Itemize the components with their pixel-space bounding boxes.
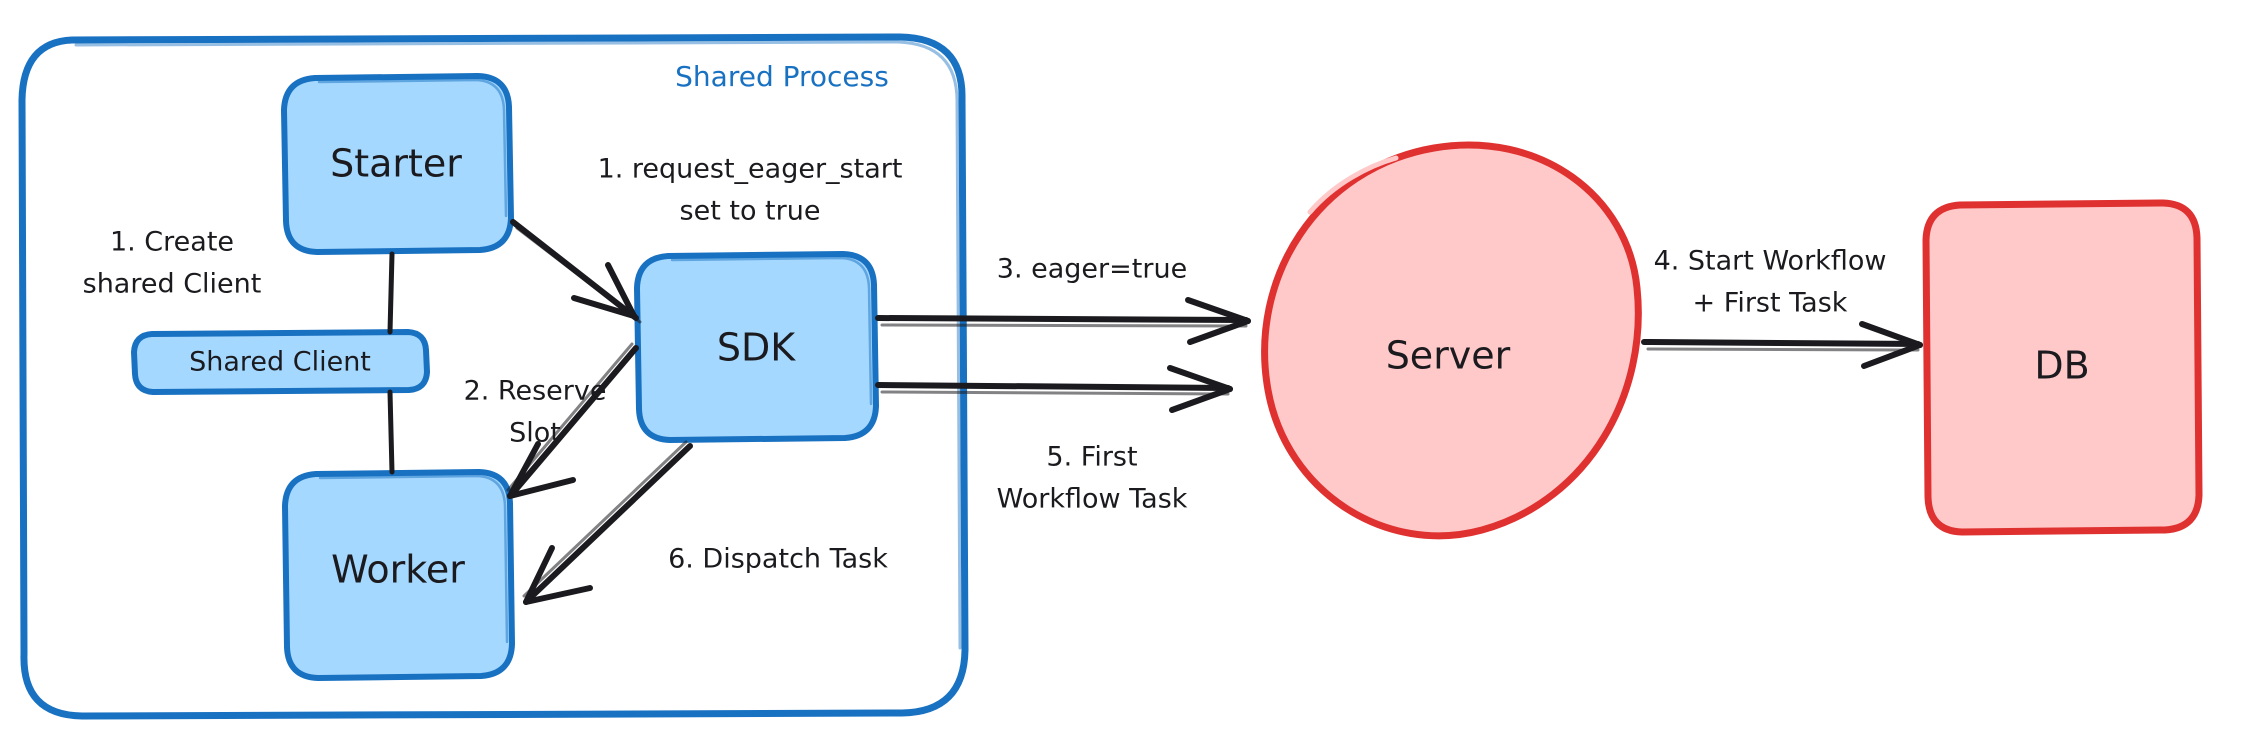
shared-process-group: Shared Process bbox=[18, 33, 969, 720]
db-box bbox=[1922, 199, 2203, 536]
node-sdk[interactable]: SDK bbox=[634, 251, 879, 443]
server-label: Server bbox=[1386, 334, 1511, 378]
sdk-label: SDK bbox=[717, 326, 796, 370]
worker-label: Worker bbox=[331, 548, 465, 592]
arrow-sdk-to-server-first-task: 5. First Workflow Task bbox=[875, 365, 1233, 515]
shared-client-box bbox=[131, 329, 430, 395]
create-shared-client-line2: shared Client bbox=[83, 269, 262, 300]
reserve-slot-line2: Slot bbox=[509, 418, 561, 449]
worker-box bbox=[282, 469, 515, 681]
eager-true-label: 3. eager=true bbox=[997, 254, 1187, 285]
node-db[interactable]: DB bbox=[1922, 199, 2203, 536]
arrow-starter-to-sdk: 1. request_eager_start set to true bbox=[510, 154, 903, 324]
request-eager-start-line1: 1. request_eager_start bbox=[598, 154, 903, 185]
node-server[interactable]: Server bbox=[1261, 141, 1642, 540]
arrow-sdk-to-worker-reserve-slot: 2. Reserve Slot bbox=[464, 342, 639, 499]
arrow-sdk-to-worker-dispatch-task: 6. Dispatch Task bbox=[522, 440, 888, 605]
sdk-box bbox=[634, 251, 879, 443]
db-label: DB bbox=[2034, 344, 2089, 388]
create-shared-client-line1: 1. Create bbox=[110, 227, 234, 258]
start-workflow-line1: 4. Start Workflow bbox=[1654, 246, 1887, 277]
shared-client-label: Shared Client bbox=[189, 347, 371, 378]
node-shared-client[interactable]: Shared Client bbox=[131, 329, 430, 395]
arrow-server-to-db: 4. Start Workflow + First Task bbox=[1641, 246, 1923, 369]
group-label-shared-process: Shared Process bbox=[675, 60, 889, 93]
first-workflow-task-line2: Workflow Task bbox=[997, 484, 1188, 515]
node-worker[interactable]: Worker bbox=[282, 469, 515, 681]
starter-box bbox=[281, 73, 514, 255]
reserve-slot-line1: 2. Reserve bbox=[464, 376, 607, 407]
start-workflow-line2: + First Task bbox=[1693, 288, 1848, 319]
connector-starter-shared-client bbox=[387, 251, 395, 335]
request-eager-start-line2: set to true bbox=[680, 196, 821, 227]
label-create-shared-client: 1. Create shared Client bbox=[83, 227, 262, 300]
first-workflow-task-line1: 5. First bbox=[1046, 442, 1137, 473]
connector-shared-client-worker bbox=[387, 389, 395, 475]
node-starter[interactable]: Starter bbox=[281, 73, 514, 255]
dispatch-task-label: 6. Dispatch Task bbox=[668, 544, 888, 575]
starter-label: Starter bbox=[330, 142, 462, 186]
server-ellipse bbox=[1261, 141, 1642, 540]
arrow-sdk-to-server-eager: 3. eager=true bbox=[875, 254, 1251, 345]
